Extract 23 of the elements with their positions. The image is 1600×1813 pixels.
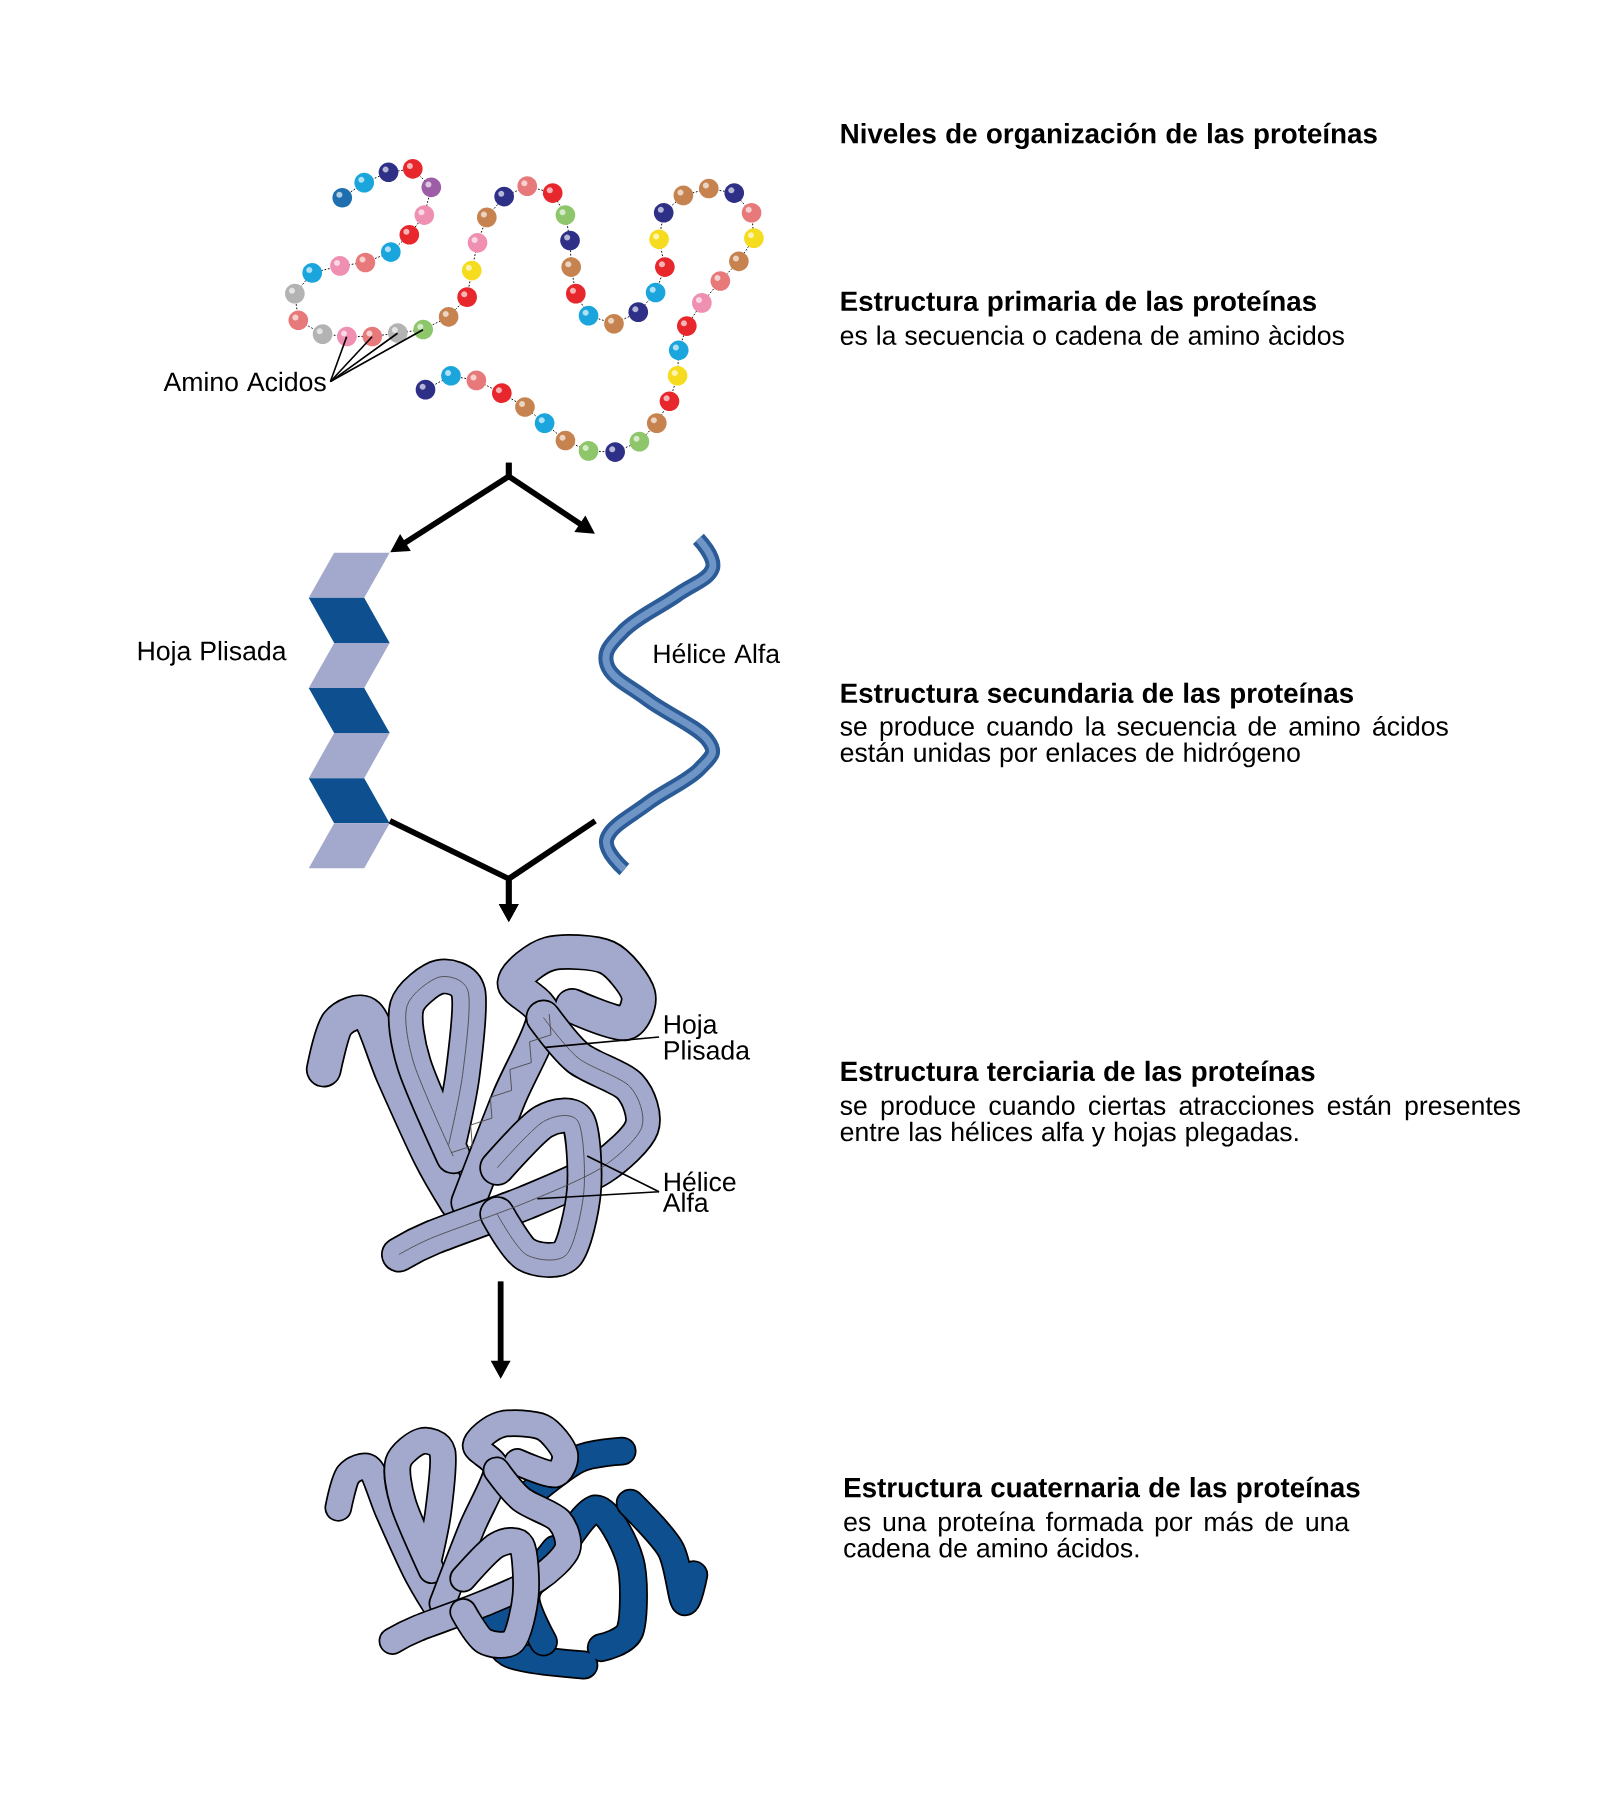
description-text: se produce cuando ciertas atracciones están presentes entre las hélices alfa y hojas plegadas. [840,1095,1520,1147]
leader-line [329,332,399,383]
callout-label: Hélice Alfa [654,643,780,664]
heading: Estructura secundaria de las proteínas [841,682,1353,709]
leader-line [586,1155,660,1193]
callout-label: Hélice Alfa [662,1171,736,1213]
leader-line [536,1191,660,1200]
leader-line [329,335,373,383]
quaternary-protein-drawing [324,1409,709,1680]
heading: Estructura primaria de las proteínas [841,290,1316,317]
description-text: es la secuencia o cadena de amino àcidos [840,325,1344,345]
callout-label: Hoja Plisada [664,1014,750,1060]
tertiary-protein-drawing [305,934,661,1278]
description-text: se produce cuando la secuencia de amino ácidos están unidas por enlaces de hidrógeno [840,715,1448,768]
leader-line [329,335,348,383]
heading: Estructura cuaternaria de las proteínas [844,1476,1360,1503]
heading: Estructura terciaria de las proteínas [841,1060,1315,1087]
leader-line [329,328,424,383]
description-text: es una proteína formada por más de una cadena de amino ácidos. [844,1511,1350,1558]
title: Niveles de organización de las proteínas [841,122,1377,149]
callout-label: Amino Acidos [163,371,326,392]
structure-label: Hoja Plisada [138,640,287,666]
leader-line [544,1036,660,1049]
